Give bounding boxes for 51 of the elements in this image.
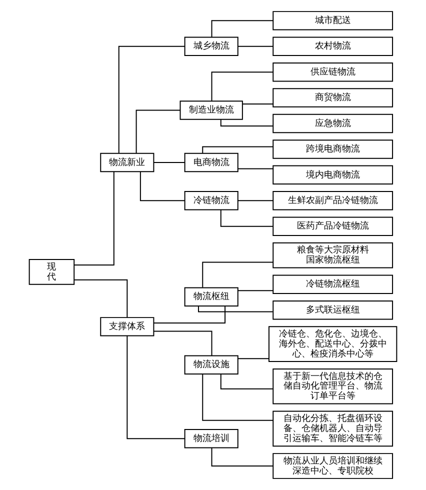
node-box: 物流设施 <box>184 355 238 374</box>
node-box: 商贸物流 <box>272 88 394 108</box>
connector <box>211 72 274 102</box>
node-box: 电商物流 <box>184 152 238 172</box>
node-box: 多式联运枢纽 <box>272 300 394 320</box>
node-box: 农村物流 <box>272 36 394 56</box>
node-box: 制造业物流 <box>180 100 243 120</box>
node-box: 物流培训 <box>184 429 238 448</box>
node-box: 自动化分拣、托盘循环设备、仓储机器人、自动导引运输车、智能冷链车等 <box>272 410 394 447</box>
node-box: 应急物流 <box>272 114 394 134</box>
node-box: 生鲜农副产品冷链物流 <box>272 191 394 210</box>
node-box: 粮食等大宗原材料国家物流枢纽 <box>272 242 394 268</box>
connector <box>238 358 270 360</box>
connector <box>220 119 274 126</box>
node-box: 冷链物流 <box>184 191 238 210</box>
node-box: 境内电商物流 <box>272 165 394 185</box>
node-box: 供应链物流 <box>272 62 394 82</box>
connector <box>118 46 186 154</box>
connector <box>238 168 274 170</box>
connector <box>198 306 274 312</box>
connector <box>211 447 274 466</box>
connector <box>202 146 274 154</box>
node-box: 支撑体系 <box>100 317 154 336</box>
node-box: 城市配送 <box>272 11 394 30</box>
node-box: 物流枢纽 <box>184 287 238 306</box>
node-box: 基于新一代信息技术的仓储自动化管理平台、物流订单平台等 <box>272 368 394 404</box>
connector <box>140 171 186 202</box>
connector <box>211 20 274 38</box>
connector <box>74 279 128 318</box>
connector <box>136 110 181 154</box>
connector <box>202 374 274 421</box>
node-box: 城乡物流 <box>184 36 238 56</box>
connector <box>238 290 274 292</box>
connector <box>238 46 274 47</box>
connector <box>74 171 114 266</box>
connector <box>153 330 212 356</box>
node-box: 医药产品冷链物流 <box>272 216 394 236</box>
node-box: 物流新业 <box>100 152 154 172</box>
node-box: 冷链仓、危化仓、边境仓、海外仓、配送中心、分拨中心、检疫消杀中心等 <box>268 326 398 362</box>
node-box: 物流从业人员培训和继续深造中心、专职院校 <box>272 453 394 479</box>
connector <box>153 162 186 163</box>
node-box: 现代 <box>28 259 75 285</box>
connector <box>242 104 274 105</box>
connector <box>126 335 186 440</box>
connector <box>220 209 274 227</box>
node-box: 冷链物流枢纽 <box>272 274 394 294</box>
node-box: 跨境电商物流 <box>272 140 394 159</box>
connector <box>153 305 226 324</box>
connector <box>202 262 274 288</box>
connector <box>238 200 274 202</box>
connector <box>220 374 274 390</box>
